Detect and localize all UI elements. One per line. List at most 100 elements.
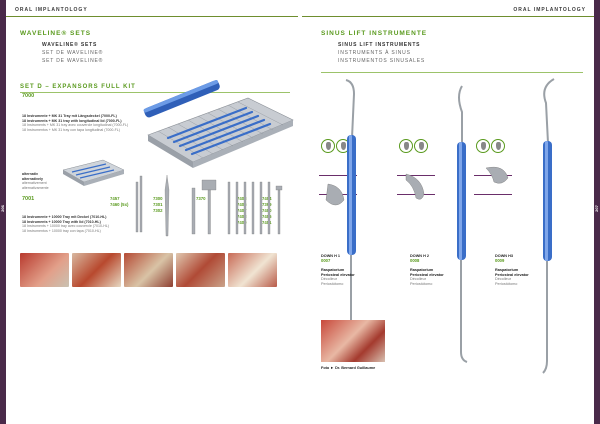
left-page-number: 206 xyxy=(0,205,5,212)
item-3-name: DOWN H3 xyxy=(495,254,513,258)
instruments-image xyxy=(135,174,283,237)
code-e-5: 7401 xyxy=(262,220,272,225)
top-line-4: 18 Instrumentos + MK 31 tray con tapa lo… xyxy=(22,127,120,132)
code-d-4: 7408 xyxy=(237,214,247,219)
right-header-text: ORAL IMPLANTOLOGY xyxy=(513,7,586,13)
tip-icon-1a xyxy=(321,139,335,153)
tip-icon-3b xyxy=(491,139,505,153)
photo-4 xyxy=(176,253,225,287)
codes-c: 7370 xyxy=(196,196,206,202)
alt-line-2: 18 Instruments + 10000 Tray with lid (70… xyxy=(22,219,101,224)
alt-line-1: 18 Instrumente + 10000 Tray mit Deckel (… xyxy=(22,215,107,219)
tip-icon-2a xyxy=(399,139,413,153)
code-a-2: 7460 (5x) xyxy=(110,202,129,207)
codes-b: 7300 7301 7302 xyxy=(153,196,163,214)
instrument-2 xyxy=(457,85,468,363)
photo-1 xyxy=(20,253,69,287)
code-e-1: 7404 xyxy=(262,196,272,201)
alt-label-1: alternativ xyxy=(22,172,38,176)
item-2: DOWN H 2 0008 Raspatorium Periosteal ele… xyxy=(410,254,444,287)
code-b-1: 7300 xyxy=(153,196,163,201)
instrument-2-tip xyxy=(405,173,425,200)
left-header: ORAL IMPLANTOLOGY xyxy=(6,0,298,17)
marker-line-2a xyxy=(397,175,435,176)
code-d-5: 7409 xyxy=(237,220,247,225)
item-3-line-2: Periosteal elevator xyxy=(495,272,529,277)
item-1-code: 0007 xyxy=(321,257,331,263)
item-3-line-4: Periostótomo xyxy=(495,281,518,286)
code-alt: 7001 xyxy=(22,196,35,202)
code-c-1: 7370 xyxy=(196,196,206,201)
alt-label: alternativ alternatively alternativement… xyxy=(22,172,49,190)
left-header-text: ORAL IMPLANTOLOGY xyxy=(15,7,88,13)
item-3: DOWN H3 0009 Raspatorium Periosteal elev… xyxy=(495,254,529,287)
alt-lines: 18 Instrumente + 10000 Tray mit Deckel (… xyxy=(22,215,132,233)
code-d-1: 7403 xyxy=(237,196,247,201)
top-line-3: 18 Instruments + MK 31 tray avec couverc… xyxy=(22,123,129,128)
code-b-2: 7301 xyxy=(153,202,163,207)
code-a-1: 7457 xyxy=(110,196,120,201)
item-2-line-3: Décolleur xyxy=(410,277,427,282)
code-top: 7000 xyxy=(22,93,35,99)
photo-credit: Foto ► Dr. Bernard Guillaume xyxy=(321,366,376,370)
top-line-2: 18 instruments + MK 31 tray with longitu… xyxy=(22,118,122,123)
marker-line-1a xyxy=(319,175,357,176)
instrument-1-tip xyxy=(325,183,345,206)
item-3-line-1: Raspatorium xyxy=(495,268,519,273)
photo-3 xyxy=(124,253,173,287)
photo-5 xyxy=(228,253,277,287)
left-subtitle-1: WAVELINE® SETS xyxy=(42,42,98,48)
tip-icon-3a xyxy=(476,139,490,153)
set-title: SET D – EXPANSORS FULL KIT xyxy=(20,84,136,90)
small-tray-image xyxy=(62,159,125,186)
right-spine xyxy=(594,0,600,424)
left-subtitle-3: SET DE WAVELINE® xyxy=(42,58,104,64)
item-2-name: DOWN H 2 xyxy=(410,254,429,258)
marker-line-3b xyxy=(474,194,512,195)
right-divider xyxy=(321,72,583,73)
alt-label-4: alternativamente xyxy=(22,185,49,190)
item-1-line-3: Décolleur xyxy=(321,277,338,282)
left-subtitle-2: SET DE WAVELINE® xyxy=(42,50,104,56)
instrument-1 xyxy=(344,79,356,360)
right-subtitle-1: SINUS LIFT INSTRUMENTS xyxy=(338,42,421,48)
item-2-line-4: Periostótomo xyxy=(410,281,433,286)
right-subtitle-2: INSTRUMENTS À SINUS xyxy=(338,50,411,56)
photo-2 xyxy=(72,253,121,287)
codes-e: 7404 7399 7400 7406 7401 xyxy=(262,196,272,226)
clinical-photo xyxy=(321,320,385,362)
item-3-line-3: Décolleur xyxy=(495,277,512,282)
instrument-3 xyxy=(542,78,555,374)
left-spine xyxy=(0,0,6,424)
item-3-code: 0009 xyxy=(495,257,505,263)
code-d-2: 7405 xyxy=(237,202,247,207)
top-line-1: 18 Instrumente + MK 31 Tray mit Längsdec… xyxy=(22,114,117,118)
code-b-3: 7302 xyxy=(153,208,163,213)
tray-image xyxy=(143,80,294,168)
item-2-code: 0008 xyxy=(410,257,420,263)
alt-line-4: 18 Instrumentos + 10000 tray con tapa (7… xyxy=(22,228,101,233)
alt-label-2: alternatively xyxy=(22,176,43,181)
item-1-name: DOWN H 1 xyxy=(321,254,340,258)
codes-a: 7457 7460 (5x) xyxy=(110,196,128,208)
code-e-3: 7400 xyxy=(262,208,272,213)
right-title: SINUS LIFT INSTRUMENTE xyxy=(321,30,428,37)
right-subtitle-3: INSTRUMENTOS SINUSALES xyxy=(338,58,425,64)
right-page-number: 207 xyxy=(593,205,599,212)
left-title: WAVELINE® SETS xyxy=(20,30,92,37)
item-1-line-4: Periostótomo xyxy=(321,281,344,286)
instrument-3-tip xyxy=(485,166,509,184)
tip-icon-2b xyxy=(414,139,428,153)
code-e-2: 7399 xyxy=(262,202,272,207)
item-2-line-1: Raspatorium xyxy=(410,268,434,273)
item-1: DOWN H 1 0007 Raspatorium Periosteal ele… xyxy=(321,254,355,287)
item-1-line-2: Periosteal elevator xyxy=(321,272,355,277)
code-e-4: 7406 xyxy=(262,214,272,219)
set-divider xyxy=(20,92,290,93)
item-1-line-1: Raspatorium xyxy=(321,268,345,273)
code-d-3: 7407 xyxy=(237,208,247,213)
top-lines: 18 Instrumente + MK 31 Tray mit Längsdec… xyxy=(22,114,192,132)
item-2-line-2: Periosteal elevator xyxy=(410,272,444,277)
codes-d: 7403 7405 7407 7408 7409 xyxy=(237,196,247,226)
right-header: ORAL IMPLANTOLOGY xyxy=(302,0,594,17)
